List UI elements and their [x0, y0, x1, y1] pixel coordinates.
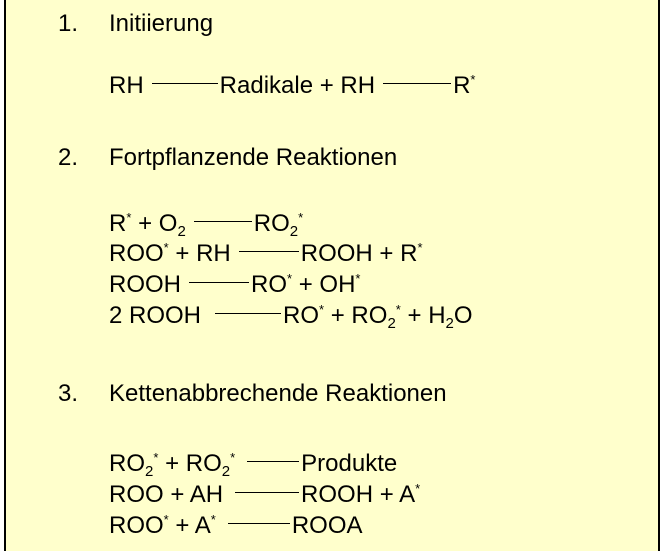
section-2-number: 2.: [58, 144, 79, 171]
reactant: + RH: [168, 240, 231, 267]
reactant: + A: [168, 512, 211, 539]
section-2-title: Fortpflanzende Reaktionen: [109, 144, 398, 171]
reactant: 2 ROOH: [109, 302, 202, 329]
product: ROOA: [291, 512, 363, 539]
product: RO: [253, 210, 290, 237]
reaction-arrow: [238, 251, 299, 253]
product: + RO: [324, 302, 388, 329]
product: Radikale + RH: [219, 72, 376, 99]
subscript: 2: [177, 223, 186, 240]
radical-marker: *: [355, 271, 361, 286]
radical-marker: *: [319, 302, 325, 317]
section-1-number: 1.: [58, 10, 79, 37]
product: ROOH + A: [301, 481, 416, 508]
radical-marker: *: [298, 210, 304, 225]
reactant: + RO: [158, 450, 222, 477]
reactant: R: [109, 210, 127, 237]
radical-marker: *: [210, 512, 216, 527]
radical-marker: *: [230, 450, 236, 465]
reactant: ROO: [109, 240, 164, 267]
subscript: 2: [289, 223, 299, 240]
reactant: RH: [109, 72, 144, 99]
equation-termination-3: ROO* + A*ROOA: [109, 512, 363, 540]
reaction-arrow: [151, 83, 218, 85]
reaction-arrow: [235, 492, 300, 494]
subscript: 2: [221, 463, 231, 480]
reaction-arrow: [247, 461, 300, 463]
radical-marker: *: [287, 271, 293, 286]
radical-marker: *: [415, 481, 421, 496]
product: + H: [400, 302, 446, 329]
reactant: RO: [109, 450, 145, 477]
product: RO: [251, 271, 287, 298]
reaction-arrow: [227, 523, 290, 525]
section-3-title: Kettenabbrechende Reaktionen: [109, 380, 447, 407]
product: O: [453, 302, 473, 329]
reaction-arrow: [193, 221, 252, 223]
radical-marker: *: [470, 72, 476, 87]
product: Produkte: [301, 450, 398, 477]
subscript: 2: [387, 315, 396, 332]
reactant: ROO: [109, 512, 164, 539]
reactant: + O: [131, 210, 178, 237]
radical-marker: *: [417, 240, 423, 255]
radical-marker: *: [126, 210, 132, 225]
product: R: [453, 72, 471, 99]
reactant: ROO + AH: [109, 481, 224, 508]
equation-initiation: RH Radikale + RH R*: [109, 72, 475, 100]
section-1-title: Initiierung: [109, 10, 214, 37]
radical-marker: *: [395, 302, 401, 317]
radical-marker: *: [163, 512, 169, 527]
radical-marker: *: [153, 450, 159, 465]
reaction-arrow: [189, 282, 249, 284]
product: + OH: [292, 271, 356, 298]
product: ROOH + R: [300, 240, 418, 267]
subscript: 2: [145, 463, 154, 480]
subscript: 2: [445, 315, 454, 332]
radical-marker: *: [163, 240, 169, 255]
reactant: ROOH: [109, 271, 181, 298]
product: RO: [283, 302, 320, 329]
section-3-number: 3.: [58, 380, 79, 407]
reaction-arrow: [215, 313, 282, 315]
reaction-arrow: [383, 83, 452, 85]
equation-termination-1: RO2* + RO2*Produkte: [109, 450, 398, 480]
equation-termination-2: ROO + AH ROOH + A*: [109, 481, 420, 509]
